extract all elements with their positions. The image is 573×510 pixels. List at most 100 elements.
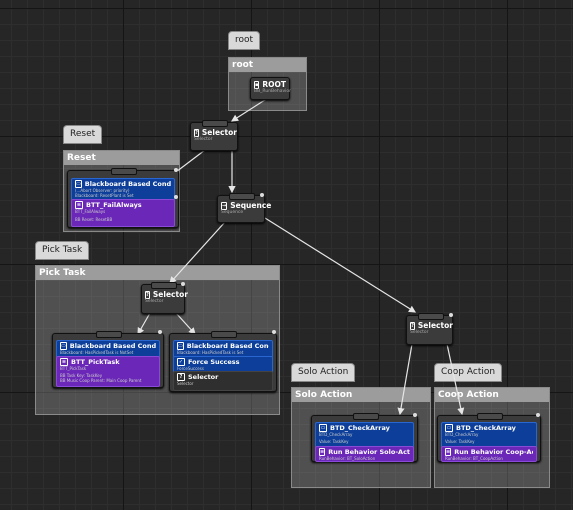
solo-run-subtitle: RunBehavior: BT_SoloAction <box>319 456 376 461</box>
task-icon: ≡ <box>75 201 83 209</box>
node-corner-dot <box>449 313 453 317</box>
decorator-icon: ▭ <box>177 342 184 350</box>
selector-main-node[interactable]: ? Selector Selector <box>190 120 238 151</box>
sequence-title-row: → Sequence <box>221 201 271 210</box>
pick-left-task[interactable]: ≡BTT_PickTask BTT_PickTask BB Task Key: … <box>56 356 160 387</box>
pick-left-decorator-subtitle: Blackboard: HasPickedTask is NotSet <box>60 350 134 355</box>
pick-left-task-title: BTT_PickTask <box>71 358 120 366</box>
comment-box-root[interactable]: root <box>228 57 307 111</box>
pick-task-right-node[interactable]: ▭Blackboard Based Condition Blackboard: … <box>169 331 277 392</box>
coop-run-title: Run Behavior Coop-Action <box>454 448 533 456</box>
node-corner-dot <box>158 330 162 334</box>
root-node-title: ROOT <box>262 80 287 89</box>
reset-task[interactable]: ≡BTT_FailAlways BTT_FailAlways BB Reset:… <box>71 199 175 227</box>
pick-left-decorator-title: Blackboard Based Condition <box>69 342 156 350</box>
task-icon: ≡ <box>60 358 68 366</box>
pick-left-task-extra2: BB Music Coop Parent: Main Coop Parent <box>60 378 142 383</box>
action-selector-title-row: ? Selector <box>410 321 453 330</box>
reset-task-title-row: ≡BTT_FailAlways <box>75 201 171 209</box>
pick-left-task-subtitle: BTT_PickTask <box>60 366 87 371</box>
pick-right-decorator[interactable]: ▭Blackboard Based Condition Blackboard: … <box>173 340 273 358</box>
coop-check-subtitle: BTD_CheckArray <box>445 432 479 437</box>
solo-check-subtitle: BTD_CheckArray <box>319 432 353 437</box>
decorator-icon: ▭ <box>445 424 453 432</box>
coop-check-extra: Value: TaskKey <box>445 439 475 444</box>
coop-run-title-row: ≡Run Behavior Coop-Action <box>445 448 533 456</box>
force-success-subtitle: ForceSuccess <box>177 366 204 371</box>
comment-tab-coop-action[interactable]: Coop Action <box>434 363 503 382</box>
input-pin[interactable] <box>477 413 503 420</box>
pick-right-selector[interactable]: ?Selector Selector <box>173 371 273 391</box>
wire-action-selector-to-coop <box>446 343 465 416</box>
wire-sequence-to-action-selector <box>264 217 417 313</box>
force-success-title-row: ✓Force Success <box>177 358 269 366</box>
task-icon: ≡ <box>319 448 326 456</box>
root-title-row: ▪ ROOT <box>254 80 286 89</box>
solo-run-title-row: ≡Run Behavior Solo-Action <box>319 448 410 456</box>
comment-header-reset: Reset <box>64 151 179 165</box>
reset-decorator[interactable]: ▭Blackboard Based Condition (...Abort Ob… <box>71 178 175 201</box>
pick-right-selector-title-row: ?Selector <box>177 373 269 381</box>
force-success-title: Force Success <box>188 358 240 366</box>
wire-sequence-to-pick-task <box>169 221 226 284</box>
pick-selector-node[interactable]: ? Selector Selector <box>141 282 188 314</box>
wire-root-to-selector <box>230 97 269 122</box>
pick-left-decorator-title-row: ▭Blackboard Based Condition <box>60 342 156 350</box>
input-pin[interactable] <box>417 313 444 320</box>
solo-check-title: BTD_CheckArray <box>330 424 390 432</box>
reset-node[interactable]: ▭Blackboard Based Condition (...Abort Ob… <box>67 168 179 228</box>
solo-action-node[interactable]: ▭BTD_CheckArray BTD_CheckArray Value: Ta… <box>311 413 418 462</box>
node-corner-dot <box>174 168 178 172</box>
sequence-subtitle: Sequence <box>221 210 244 215</box>
reset-task-title: BTT_FailAlways <box>86 201 142 209</box>
pick-right-decorator-title-row: ▭Blackboard Based Condition <box>177 342 269 350</box>
pick-right-selector-subtitle: Selector <box>177 381 194 386</box>
pick-selector-title-row: ? Selector <box>145 290 188 299</box>
reset-decorator-sub1: (...Abort Observer: priority) <box>75 188 130 193</box>
input-pin[interactable] <box>211 331 237 338</box>
solo-run-behavior[interactable]: ≡Run Behavior Solo-Action RunBehavior: B… <box>315 446 414 462</box>
selector-main-subtitle: Selector <box>194 137 213 142</box>
input-pin[interactable] <box>229 193 255 200</box>
sequence-title: Sequence <box>230 201 272 210</box>
selector-icon: ? <box>410 321 415 330</box>
coop-check-title: BTD_CheckArray <box>456 424 516 432</box>
decorator-icon: ▭ <box>319 424 327 432</box>
selector-icon: ? <box>145 290 150 299</box>
pick-task-left-node[interactable]: ▭Blackboard Based Condition Blackboard: … <box>52 331 164 388</box>
input-pin[interactable] <box>151 282 177 289</box>
comment-header-coop-action: Coop Action <box>435 388 549 402</box>
comment-tab-reset[interactable]: Reset <box>63 125 103 144</box>
action-selector-node[interactable]: ? Selector Selector <box>406 313 453 345</box>
coop-run-behavior[interactable]: ≡Run Behavior Coop-Action RunBehavior: B… <box>441 446 537 462</box>
solo-check-array[interactable]: ▭BTD_CheckArray BTD_CheckArray Value: Ta… <box>315 422 414 448</box>
root-node[interactable]: ▪ ROOT BB_RunBehavior <box>250 77 291 100</box>
node-corner-dot <box>536 413 540 417</box>
node-corner-dot <box>272 330 276 334</box>
reset-decorator-title-row: ▭Blackboard Based Condition <box>75 180 171 188</box>
node-corner-dot <box>260 193 264 197</box>
coop-run-subtitle: RunBehavior: BT_CoopAction <box>445 456 503 461</box>
task-icon: ≡ <box>445 448 452 456</box>
comment-header-pick-task: Pick Task <box>36 266 279 280</box>
coop-check-title-row: ▭BTD_CheckArray <box>445 424 533 432</box>
solo-check-title-row: ▭BTD_CheckArray <box>319 424 410 432</box>
reset-task-subtitle: BTT_FailAlways <box>75 209 106 214</box>
selector-main-title: Selector <box>201 128 237 137</box>
input-pin[interactable] <box>111 168 137 175</box>
pick-selector-title: Selector <box>152 290 188 299</box>
comment-tab-root[interactable]: root <box>228 31 261 50</box>
coop-check-array[interactable]: ▭BTD_CheckArray BTD_CheckArray Value: Ta… <box>441 422 537 448</box>
sequence-node[interactable]: → Sequence Sequence <box>217 193 271 223</box>
comment-tab-pick-task[interactable]: Pick Task <box>35 241 90 260</box>
input-pin[interactable] <box>352 413 379 420</box>
pick-right-decorator-subtitle: Blackboard: HasPickedTask is Set <box>177 350 244 355</box>
input-pin[interactable] <box>96 331 122 338</box>
wire-pick-selector-to-left <box>137 312 151 336</box>
input-pin[interactable] <box>202 120 228 127</box>
coop-action-node[interactable]: ▭BTD_CheckArray BTD_CheckArray Value: Ta… <box>437 413 541 462</box>
pick-right-decorator-title: Blackboard Based Condition <box>186 342 269 350</box>
node-corner-dot <box>181 282 185 286</box>
reset-task-extra: BB Reset: ResetBB <box>75 217 113 222</box>
comment-tab-solo-action[interactable]: Solo Action <box>291 363 356 382</box>
